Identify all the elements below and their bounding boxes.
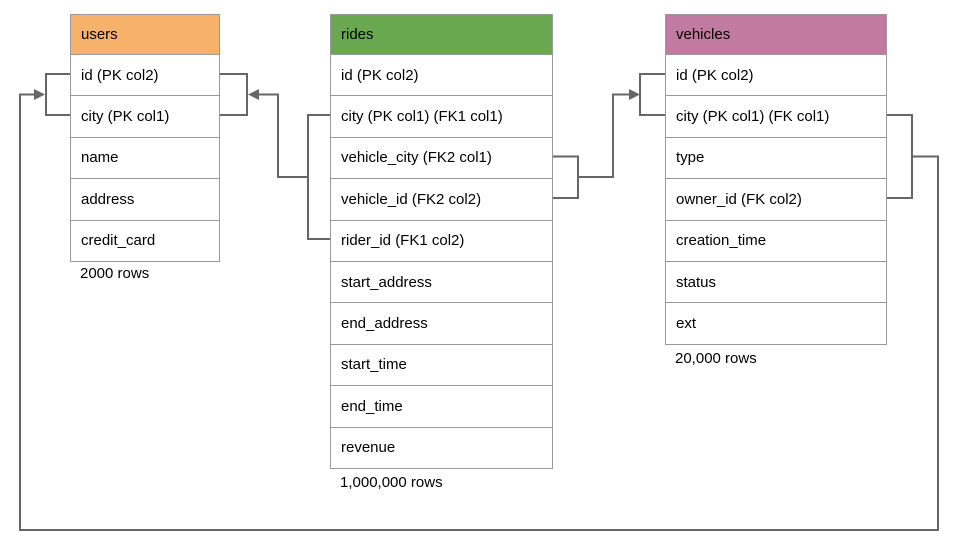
- column-row: vehicle_id (FK2 col2): [331, 178, 552, 220]
- table-rides: rides id (PK col2) city (PK col1) (FK1 c…: [330, 14, 553, 469]
- vehicles-to-users-arrowhead-icon: [34, 89, 45, 100]
- vehicles-to-users-connector: [19, 93, 939, 531]
- rides-to-users-arrowhead-icon: [248, 89, 259, 100]
- column-row: status: [666, 260, 886, 303]
- column-row: owner_id (FK col2): [666, 178, 886, 220]
- column-row: end_address: [331, 302, 552, 344]
- table-header: users: [71, 15, 219, 54]
- users-right-bracket: [220, 73, 248, 116]
- table-header: vehicles: [666, 15, 886, 54]
- column-row: city (PK col1) (FK col1): [666, 95, 886, 137]
- column-row: address: [71, 178, 219, 220]
- rides-to-vehicles-arrowhead-icon: [629, 89, 640, 100]
- rides-right-bracket: [553, 155, 579, 199]
- row-count-label: 20,000 rows: [675, 350, 757, 367]
- column-row: id (PK col2): [666, 54, 886, 96]
- table-vehicles: vehicles id (PK col2) city (PK col1) (FK…: [665, 14, 887, 345]
- column-row: type: [666, 136, 886, 179]
- column-row: vehicle_city (FK2 col1): [331, 136, 552, 179]
- row-count-label: 2000 rows: [80, 265, 150, 282]
- rides-left-bracket: [307, 114, 330, 240]
- column-row: creation_time: [666, 219, 886, 261]
- column-row: city (PK col1): [71, 95, 219, 137]
- table-users: users id (PK col2) city (PK col1) name a…: [70, 14, 220, 262]
- column-row: revenue: [331, 426, 552, 468]
- vehicles-left-bracket: [639, 73, 665, 116]
- table-header: rides: [331, 15, 552, 54]
- rides-to-users-connector: [258, 93, 308, 178]
- column-row: ext: [666, 302, 886, 344]
- column-row: city (PK col1) (FK1 col1): [331, 95, 552, 137]
- column-row: id (PK col2): [71, 54, 219, 96]
- row-count-label: 1,000,000 rows: [340, 474, 443, 491]
- column-row: end_time: [331, 385, 552, 427]
- column-row: name: [71, 136, 219, 179]
- column-row: credit_card: [71, 219, 219, 261]
- users-left-bracket: [45, 73, 70, 116]
- vehicles-right-bracket: [887, 114, 913, 199]
- column-row: rider_id (FK1 col2): [331, 219, 552, 261]
- rides-to-vehicles-connector: [578, 93, 630, 178]
- column-row: id (PK col2): [331, 54, 552, 96]
- column-row: start_address: [331, 260, 552, 303]
- column-row: start_time: [331, 343, 552, 386]
